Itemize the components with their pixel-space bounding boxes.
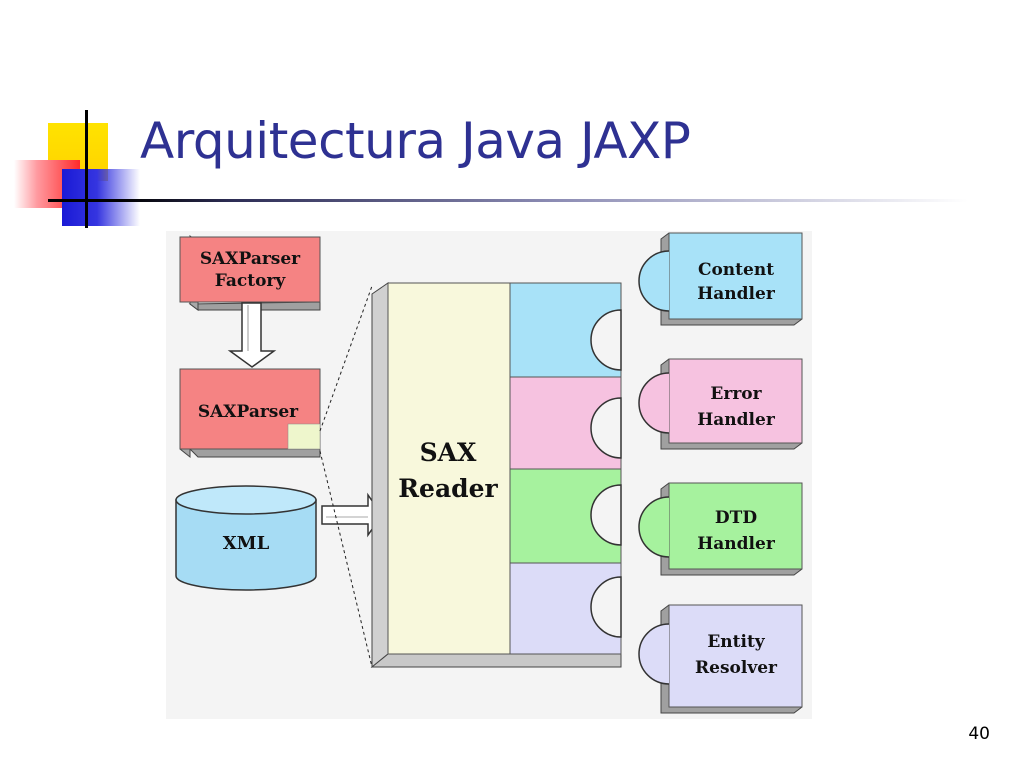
page-number: 40 bbox=[968, 724, 990, 744]
saxparser-box: SAXParser bbox=[179, 368, 321, 459]
sax-reader-block: SAX Reader bbox=[370, 282, 622, 669]
dtd-handler-line2: Handler bbox=[697, 534, 776, 554]
content-handler-line2: Handler bbox=[697, 284, 776, 304]
decor-horizontal-line bbox=[48, 199, 968, 202]
socket-notches bbox=[590, 309, 622, 638]
xml-cylinder: XML bbox=[175, 485, 317, 591]
dtd-handler-line1: DTD bbox=[715, 508, 757, 528]
saxparser-factory-box: SAXParser Factory bbox=[179, 235, 321, 311]
decor-vertical-line bbox=[85, 110, 88, 228]
factory-to-parser-arrow bbox=[227, 302, 277, 368]
sax-reader-line2: Reader bbox=[398, 474, 498, 503]
content-handler-line1: Content bbox=[698, 260, 774, 280]
error-handler-line2: Handler bbox=[697, 410, 776, 430]
entity-resolver-line2: Resolver bbox=[695, 658, 778, 678]
entity-resolver-box: Entity Resolver bbox=[638, 604, 803, 714]
saxparser-label: SAXParser bbox=[198, 402, 299, 422]
saxparser-factory-line2: Factory bbox=[215, 271, 287, 291]
content-handler-box: Content Handler bbox=[638, 232, 803, 326]
entity-resolver-line1: Entity bbox=[707, 632, 765, 652]
xml-label: XML bbox=[223, 533, 270, 554]
decor-blue-square bbox=[62, 169, 140, 226]
saxparser-reader-slot bbox=[287, 423, 321, 450]
projection-lines bbox=[319, 285, 373, 668]
sax-reader-line1: SAX bbox=[420, 438, 477, 467]
slide-title: Arquitectura Java JAXP bbox=[140, 112, 691, 170]
dtd-handler-box: DTD Handler bbox=[638, 482, 803, 576]
architecture-diagram: SAXParser Factory SAXParser XML SAX Read… bbox=[166, 231, 812, 719]
error-handler-line1: Error bbox=[710, 384, 762, 404]
saxparser-factory-line1: SAXParser bbox=[200, 249, 301, 269]
error-handler-box: Error Handler bbox=[638, 358, 803, 450]
